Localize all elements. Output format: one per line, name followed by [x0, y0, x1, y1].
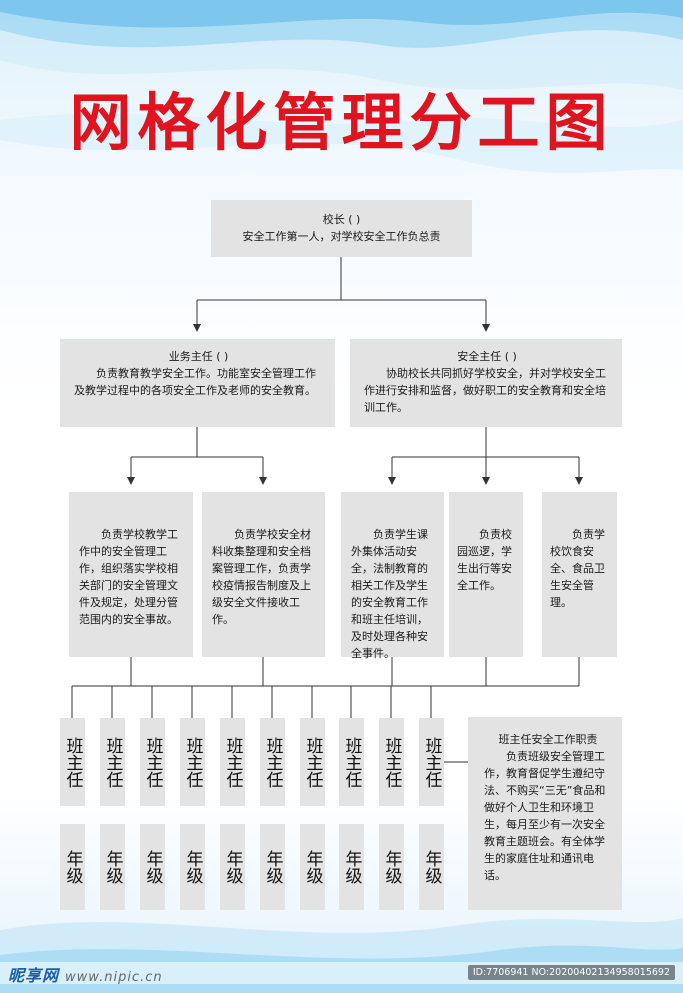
grade-box: 年级: [379, 824, 404, 910]
site-logo-text: 昵享网: [8, 966, 60, 985]
grade-box: 年级: [220, 824, 245, 910]
class-teacher-duty-box: 班主任安全工作职责 负责班级安全管理工作，教育督促学生遵纪守法、不购买“三无”食…: [468, 717, 622, 910]
grade-box: 年级: [419, 824, 444, 910]
grade-box: 年级: [300, 824, 325, 910]
class-teacher-box: 班主任: [140, 718, 165, 806]
class-teacher-box: 班主任: [339, 718, 364, 806]
grade-box: 年级: [60, 824, 85, 910]
watermark-footer: 昵享网 www.nipic.cn ID:7706941 NO:2020040213…: [0, 962, 683, 986]
grade-box: 年级: [260, 824, 285, 910]
task-box-teaching-safety: 负责学校教学工作中的安全管理工作，组织落实学校相关部门的安全管理文件及规定，处理…: [69, 492, 193, 657]
class-teacher-box: 班主任: [379, 718, 404, 806]
class-teacher-duty-description: 负责班级安全管理工作，教育督促学生遵纪守法、不购买“三无”食品和做好个人卫生和环…: [484, 750, 606, 882]
business-director-title: 业务主任 ( ): [168, 350, 229, 363]
grade-box: 年级: [180, 824, 205, 910]
class-teacher-box: 班主任: [300, 718, 325, 806]
principal-title: 校长 ( ): [322, 213, 361, 226]
site-logo: 昵享网 www.nipic.cn: [8, 962, 163, 986]
class-teacher-box: 班主任: [220, 718, 245, 806]
class-teacher-box: 班主任: [100, 718, 125, 806]
business-director-description: 负责教育教学安全工作。功能室安全管理工作及教学过程中的各项安全工作及老师的安全教…: [74, 367, 316, 397]
class-teacher-box: 班主任: [260, 718, 285, 806]
task-box-campus-patrol: 负责校园巡逻，学生出行等安全工作。: [449, 492, 523, 657]
grade-box: 年级: [100, 824, 125, 910]
grade-box: 年级: [339, 824, 364, 910]
site-url: www.nipic.cn: [65, 970, 163, 985]
task-box-food-safety: 负责学校饮食安全、食品卫生安全管理。: [542, 492, 617, 657]
grade-box: 年级: [140, 824, 165, 910]
task-box-student-activities: 负责学生课外集体活动安全，法制教育的相关工作及学生的安全教育工作和班主任培训，及…: [341, 492, 444, 660]
task-box-safety-records: 负责学校安全材料收集整理和安全档案管理工作，负责学校疫情报告制度及上级安全文件接…: [202, 492, 325, 657]
class-teacher-box: 班主任: [419, 718, 444, 806]
principal-description: 安全工作第一人，对学校安全工作负总责: [242, 230, 441, 243]
safety-director-description: 协助校长共同抓好学校安全，并对学校安全工作进行安排和监督，做好职工的安全教育和安…: [364, 367, 606, 414]
safety-director-title: 安全主任 ( ): [457, 350, 517, 363]
class-teacher-duty-title: 班主任安全工作职责: [498, 733, 598, 746]
principal-box: 校长 ( ) 安全工作第一人，对学校安全工作负总责: [211, 200, 472, 257]
image-id-label: ID:7706941 NO:20200402134958015692: [467, 965, 675, 980]
page-title: 网格化管理分工图: [69, 86, 614, 159]
class-teacher-box: 班主任: [180, 718, 205, 806]
class-teacher-box: 班主任: [60, 718, 85, 806]
safety-director-box: 安全主任 ( ) 协助校长共同抓好学校安全，并对学校安全工作进行安排和监督，做好…: [350, 339, 622, 427]
business-director-box: 业务主任 ( ) 负责教育教学安全工作。功能室安全管理工作及教学过程中的各项安全…: [60, 339, 335, 427]
